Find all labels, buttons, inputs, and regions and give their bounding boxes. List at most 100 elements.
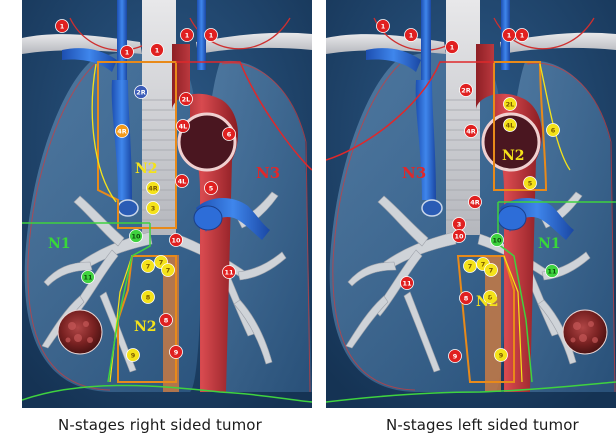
lymph-node-label: 1 <box>409 31 414 39</box>
lymph-node-7: 7 <box>162 264 175 277</box>
lymph-node-label: 10 <box>131 232 141 240</box>
lymph-node-label: 9 <box>453 352 458 360</box>
lymph-node-label: 6 <box>551 126 556 134</box>
lymph-node-4l: 4L <box>177 120 190 133</box>
caption-left-sided: N-stages left sided tumor <box>386 416 579 434</box>
stage-label-n2-upper: N2 <box>135 161 158 177</box>
lymph-node-label: 2L <box>506 100 515 108</box>
lymph-node-11: 11 <box>223 266 236 279</box>
lymph-node-label: 4L <box>179 122 188 130</box>
panel-left-sided: 111112R2L4R4L654R3101077711118899 N2 N3 … <box>326 0 616 408</box>
lymph-node-1: 1 <box>503 29 516 42</box>
lymph-node-1: 1 <box>151 44 164 57</box>
lymph-node-5: 5 <box>524 177 537 190</box>
lymph-node-label: 6 <box>227 130 232 138</box>
stage-label-n3: N3 <box>402 164 426 182</box>
left-margin <box>0 0 22 443</box>
lymph-node-8: 8 <box>142 291 155 304</box>
lymph-node-6: 6 <box>223 128 236 141</box>
lymph-node-label: 11 <box>224 268 234 276</box>
lymph-node-11: 11 <box>546 265 559 278</box>
lymph-node-label: 4L <box>178 177 187 185</box>
lymph-node-label: 10 <box>492 236 502 244</box>
lymph-node-1: 1 <box>181 29 194 42</box>
lymph-node-label: 1 <box>209 31 214 39</box>
lymph-node-label: 8 <box>164 316 169 324</box>
lymph-node-5: 5 <box>205 182 218 195</box>
lymph-node-label: 5 <box>528 179 533 187</box>
lymph-node-9: 9 <box>170 346 183 359</box>
lymph-node-label: 1 <box>450 43 455 51</box>
lymph-node-8: 8 <box>160 314 173 327</box>
stage-label-n3: N3 <box>256 164 280 182</box>
lymph-node-label: 2R <box>136 88 146 96</box>
panel-right-sided: 111112R2L4L4R64L54R3101077711118899 N2 N… <box>22 0 312 408</box>
lymph-node-label: 7 <box>166 266 171 274</box>
pulmonary-trunk <box>194 206 222 230</box>
lymph-node-label: 1 <box>125 48 130 56</box>
lymph-node-3: 3 <box>147 202 160 215</box>
lymph-node-9: 9 <box>127 349 140 362</box>
lymph-node-label: 9 <box>499 351 504 359</box>
lymph-node-label: 10 <box>171 236 181 244</box>
lymph-node-10: 10 <box>130 230 143 243</box>
lymph-node-11: 11 <box>82 271 95 284</box>
azygos-vein <box>118 200 138 216</box>
lymph-node-label: 4L <box>506 121 515 129</box>
lymph-node-2r: 2R <box>460 84 473 97</box>
lymph-node-1: 1 <box>446 41 459 54</box>
lymph-node-3: 3 <box>453 218 466 231</box>
jugular-vein-right <box>421 0 431 85</box>
lymph-node-10: 10 <box>170 234 183 247</box>
lymph-node-4r: 4R <box>465 125 478 138</box>
lymph-node-label: 4R <box>466 127 476 135</box>
lymph-node-1: 1 <box>121 46 134 59</box>
tumor <box>58 310 102 354</box>
lymph-node-4r: 4R <box>147 182 160 195</box>
lymph-node-label: 3 <box>457 220 462 228</box>
lymph-node-label: 1 <box>520 31 525 39</box>
lymph-node-1: 1 <box>56 20 69 33</box>
lymph-node-4l: 4L <box>504 119 517 132</box>
lymph-node-label: 4R <box>117 127 127 135</box>
lymph-node-1: 1 <box>516 29 529 42</box>
lymph-node-label: 7 <box>159 258 164 266</box>
lymph-node-label: 11 <box>83 273 93 281</box>
lymph-node-label: 8 <box>464 294 469 302</box>
lymph-node-label: 9 <box>174 348 179 356</box>
stage-label-n1: N1 <box>538 236 561 252</box>
lymph-node-1: 1 <box>377 20 390 33</box>
lymph-node-label: 2L <box>182 95 191 103</box>
tumor <box>563 310 607 354</box>
stage-label-n2-upper: N2 <box>502 148 525 164</box>
lymph-node-10: 10 <box>453 230 466 243</box>
lymph-node-7: 7 <box>464 260 477 273</box>
stage-label-n1: N1 <box>48 236 71 252</box>
stage-label-n2-lower: N2 <box>476 294 499 310</box>
lymph-node-9: 9 <box>495 349 508 362</box>
panel-divider <box>312 0 326 443</box>
lymph-node-8: 8 <box>460 292 473 305</box>
lymph-node-11: 11 <box>401 277 414 290</box>
lymph-node-9: 9 <box>449 350 462 363</box>
lymph-node-1: 1 <box>205 29 218 42</box>
lymph-node-2r: 2R <box>135 86 148 99</box>
lymph-node-label: 7 <box>146 262 151 270</box>
lymph-node-2l: 2L <box>504 98 517 111</box>
pulmonary-trunk <box>498 206 526 230</box>
lymph-node-label: 7 <box>468 262 473 270</box>
lymph-node-label: 9 <box>131 351 136 359</box>
lymph-node-label: 1 <box>60 22 65 30</box>
lymph-node-4r: 4R <box>469 196 482 209</box>
stage-label-n2-lower: N2 <box>134 319 157 335</box>
lymph-node-label: 7 <box>489 266 494 274</box>
lymph-node-label: 2R <box>461 86 471 94</box>
lymph-node-10: 10 <box>491 234 504 247</box>
lymph-node-6: 6 <box>547 124 560 137</box>
lymph-node-label: 10 <box>454 232 464 240</box>
jugular-vein-right <box>117 0 127 85</box>
lymph-node-4r: 4R <box>116 125 129 138</box>
lymph-node-label: 3 <box>151 204 156 212</box>
